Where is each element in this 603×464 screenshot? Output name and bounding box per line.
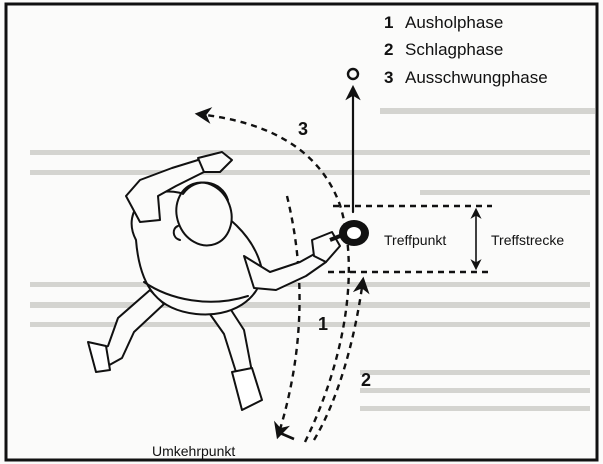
ball-icon [348,69,358,79]
phase-1-number: 1 [318,314,328,334]
treffstrecke-label: Treffstrecke [491,232,564,248]
backswing-arc [278,196,300,436]
legend-number: 2 [384,40,393,59]
player-right-shoe [232,368,262,410]
player-left-shoe [88,342,110,372]
legend-number: 1 [384,13,393,32]
phase-3-number: 3 [298,119,308,139]
legend-item-2: 2 Schlagphase [384,40,503,59]
legend-number: 3 [384,68,393,87]
phase-2-number: 2 [361,370,371,390]
umkehrpunkt-tick [280,433,294,439]
legend-item-1: 1 Ausholphase [384,13,503,32]
treffpunkt-label: Treffpunkt [384,232,446,248]
legend: 1 Ausholphase 2 Schlagphase 3 Ausschwung… [384,13,548,87]
legend-label: Schlagphase [405,40,503,59]
legend-label: Ausschwungphase [405,68,548,87]
player-figure [88,152,340,410]
legend-label: Ausholphase [405,13,503,32]
umkehrpunkt-label: Umkehrpunkt [152,443,235,459]
legend-item-3: 3 Ausschwungphase [384,68,548,87]
